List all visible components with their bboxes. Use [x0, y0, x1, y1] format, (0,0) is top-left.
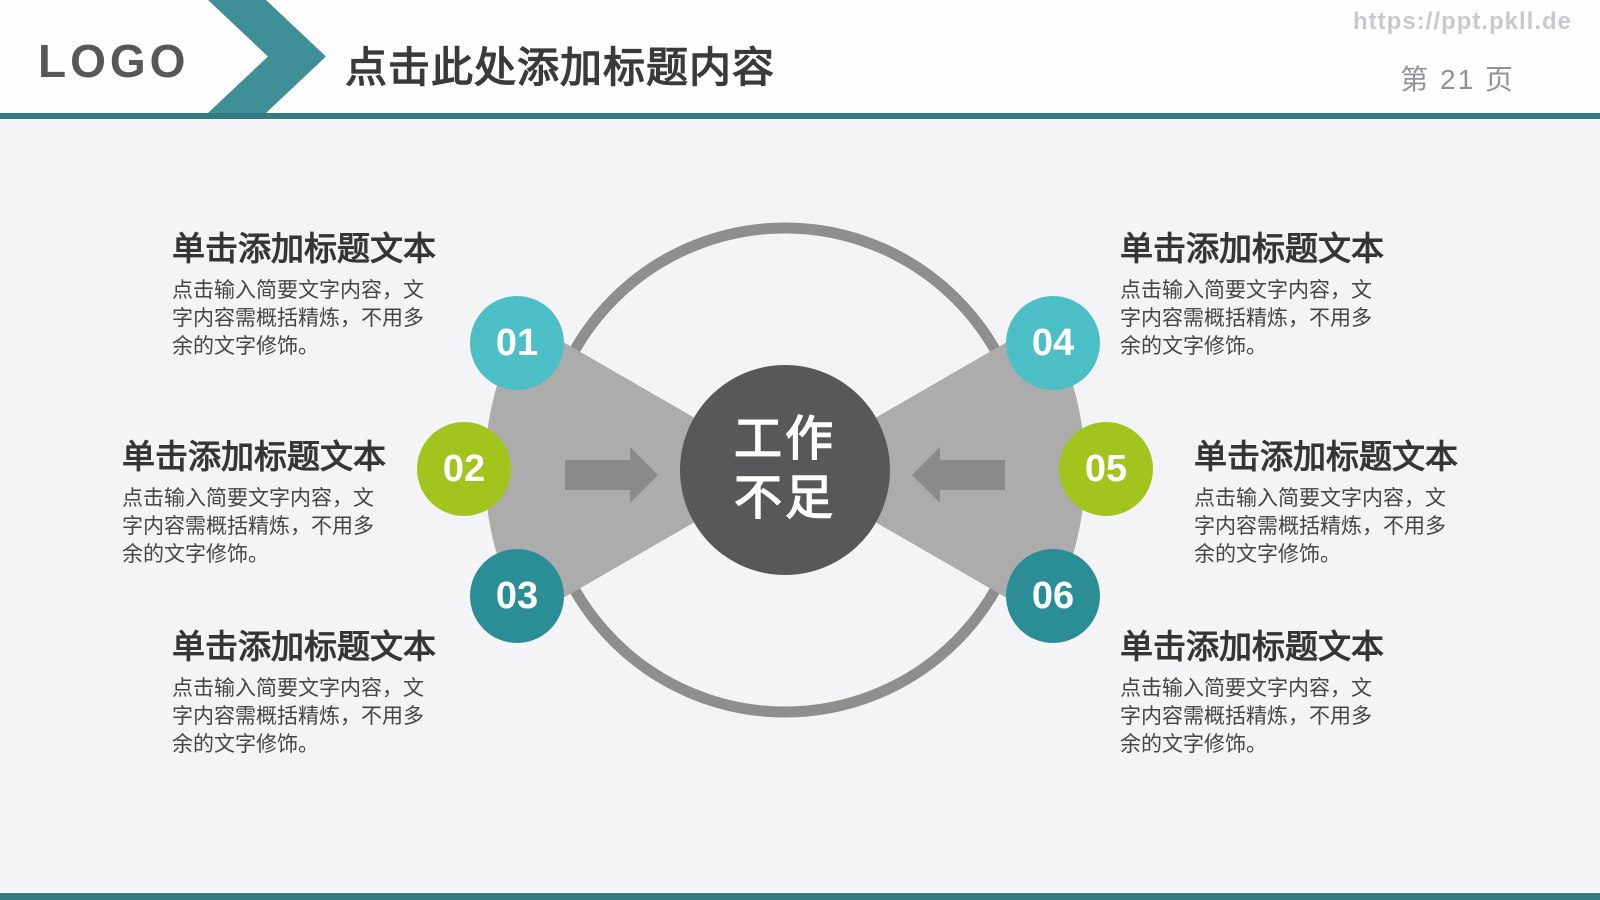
- body-line: 点击输入简要文字内容，文: [172, 279, 424, 302]
- body-line: 字内容需概括精炼，不用多: [122, 515, 374, 538]
- body-line: 点击输入简要文字内容，文: [1120, 677, 1372, 700]
- text-block-mid-right: 单击添加标题文本 点击输入简要文字内容，文 字内容需概括精炼，不用多 余的文字修…: [1194, 430, 1499, 569]
- node-number: 03: [495, 574, 539, 617]
- body-line: 字内容需概括精炼，不用多: [1120, 705, 1372, 728]
- node-circle-02: 02: [417, 422, 511, 516]
- text-block-title: 单击添加标题文本: [1120, 628, 1384, 665]
- text-block-title: 单击添加标题文本: [122, 438, 386, 475]
- node-number: 01: [495, 321, 539, 364]
- bottom-accent-bar: [0, 893, 1600, 900]
- text-block-bottom-right: 单击添加标题文本 点击输入简要文字内容，文 字内容需概括精炼，不用多 余的文字修…: [1120, 620, 1425, 759]
- node-circle-01: 01: [470, 296, 564, 390]
- body-line: 字内容需概括精炼，不用多: [1194, 515, 1446, 538]
- center-topic-line: 不足: [733, 472, 836, 525]
- node-number: 06: [1031, 574, 1075, 617]
- body-line: 余的文字修饰。: [1120, 335, 1267, 358]
- node-circle-04: 04: [1006, 296, 1100, 390]
- text-block-top-left: 单击添加标题文本 点击输入简要文字内容，文 字内容需概括精炼，不用多 余的文字修…: [172, 222, 477, 361]
- body-line: 字内容需概括精炼，不用多: [172, 307, 424, 330]
- text-block-title: 单击添加标题文本: [1120, 230, 1384, 267]
- text-block-top-right: 单击添加标题文本 点击输入简要文字内容，文 字内容需概括精炼，不用多 余的文字修…: [1120, 222, 1425, 361]
- node-circle-03: 03: [470, 549, 564, 643]
- node-circle-05: 05: [1059, 422, 1153, 516]
- center-topic-circle: 工作 不足: [680, 365, 890, 575]
- text-block-mid-left: 单击添加标题文本 点击输入简要文字内容，文 字内容需概括精炼，不用多 余的文字修…: [122, 430, 427, 569]
- text-block-body: 点击输入简要文字内容，文 字内容需概括精炼，不用多 余的文字修饰。: [122, 485, 427, 569]
- text-block-body: 点击输入简要文字内容，文 字内容需概括精炼，不用多 余的文字修饰。: [1120, 675, 1425, 759]
- text-block-bottom-left: 单击添加标题文本 点击输入简要文字内容，文 字内容需概括精炼，不用多 余的文字修…: [172, 620, 477, 759]
- body-line: 点击输入简要文字内容，文: [1120, 279, 1372, 302]
- node-number: 02: [442, 447, 486, 490]
- body-line: 字内容需概括精炼，不用多: [172, 705, 424, 728]
- node-number: 05: [1084, 447, 1128, 490]
- text-block-body: 点击输入简要文字内容，文 字内容需概括精炼，不用多 余的文字修饰。: [1194, 485, 1499, 569]
- left-arrow-icon: [912, 447, 1005, 503]
- body-line: 余的文字修饰。: [172, 733, 319, 756]
- text-block-body: 点击输入简要文字内容，文 字内容需概括精炼，不用多 余的文字修饰。: [172, 277, 477, 361]
- node-number: 04: [1031, 321, 1075, 364]
- body-line: 余的文字修饰。: [1194, 543, 1341, 566]
- right-arrow-icon: [565, 447, 658, 503]
- chevron-right-icon: [208, 0, 326, 113]
- center-topic-line: 工作: [733, 413, 836, 467]
- text-block-title: 单击添加标题文本: [172, 628, 436, 665]
- text-block-body: 点击输入简要文字内容，文 字内容需概括精炼，不用多 余的文字修饰。: [1120, 277, 1425, 361]
- logo: LOGO: [38, 35, 190, 87]
- header-divider: [0, 113, 1600, 119]
- watermark-url: https://ppt.pkll.de: [1353, 8, 1572, 35]
- slide-title: 点击此处添加标题内容: [345, 44, 776, 91]
- body-line: 余的文字修饰。: [122, 543, 269, 566]
- text-block-title: 单击添加标题文本: [172, 230, 436, 267]
- text-block-body: 点击输入简要文字内容，文 字内容需概括精炼，不用多 余的文字修饰。: [172, 675, 477, 759]
- body-line: 点击输入简要文字内容，文: [1194, 487, 1446, 510]
- chevron-shape: [208, 0, 326, 113]
- body-line: 余的文字修饰。: [1120, 733, 1267, 756]
- body-line: 点击输入简要文字内容，文: [122, 487, 374, 510]
- node-circle-06: 06: [1006, 549, 1100, 643]
- page-number: 第 21 页: [1400, 64, 1515, 95]
- slide-header: LOGO 点击此处添加标题内容 https://ppt.pkll.de 第 21…: [0, 0, 1600, 113]
- body-line: 余的文字修饰。: [172, 335, 319, 358]
- body-line: 字内容需概括精炼，不用多: [1120, 307, 1372, 330]
- text-block-title: 单击添加标题文本: [1194, 438, 1458, 475]
- body-line: 点击输入简要文字内容，文: [172, 677, 424, 700]
